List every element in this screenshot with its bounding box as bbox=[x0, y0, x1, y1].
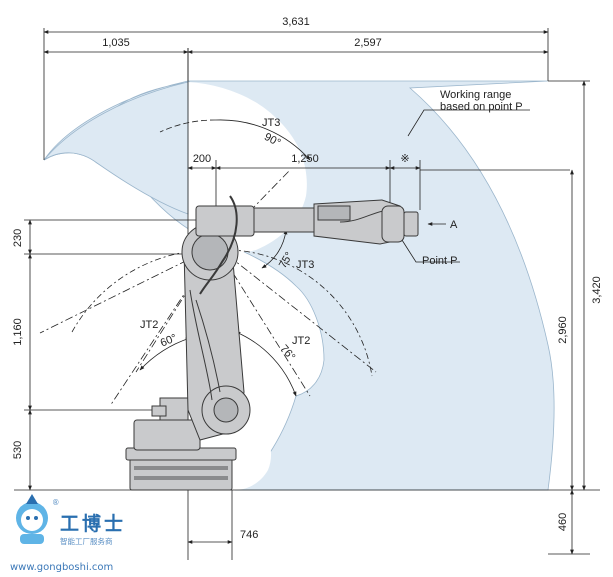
dim-left-530: 530 bbox=[12, 441, 24, 459]
dim-bottom-746: 746 bbox=[240, 529, 258, 541]
label-working-range-line2: based on point P bbox=[440, 101, 523, 113]
working-range-left-lobe bbox=[43, 81, 189, 215]
working-range-leader bbox=[407, 109, 530, 137]
label-jt3-upper: JT3 bbox=[262, 117, 280, 129]
label-jt2-right: JT2 bbox=[292, 335, 310, 347]
label-working-range-line1: Working range bbox=[440, 89, 511, 101]
right-dimension-lines bbox=[420, 80, 590, 555]
mascot-icon bbox=[16, 494, 48, 544]
top-dimension-lines bbox=[43, 28, 549, 210]
label-point-p: Point P bbox=[422, 255, 457, 267]
point-p-leader bbox=[401, 239, 460, 263]
watermark-registered: ® bbox=[52, 498, 60, 507]
dim-offset-1250: 1,250 bbox=[291, 153, 319, 165]
dim-left-230: 230 bbox=[12, 229, 24, 247]
dim-marker: ※ bbox=[400, 153, 409, 165]
dim-right-460: 460 bbox=[557, 513, 569, 531]
dim-top-right: 2,597 bbox=[354, 37, 382, 49]
dim-top-total: 3,631 bbox=[282, 16, 310, 28]
label-jt3-lower: JT3 bbox=[296, 259, 314, 271]
robot-lower-arm bbox=[181, 223, 251, 441]
working-range-lower-notch bbox=[232, 410, 272, 490]
label-jt2-left-angle: 60° bbox=[159, 332, 179, 349]
left-dimension-lines bbox=[14, 219, 600, 491]
label-jt2-left: JT2 bbox=[140, 319, 158, 331]
robot-upper-arm bbox=[195, 195, 419, 295]
watermark-brand: 工博士 bbox=[60, 512, 126, 535]
dim-offset-200: 200 bbox=[193, 153, 211, 165]
dim-right-2960: 2,960 bbox=[557, 316, 569, 344]
watermark-tagline: 智能工厂服务商 bbox=[60, 536, 113, 546]
watermark-url: www.gongboshi.com bbox=[10, 562, 113, 573]
joint-arcs bbox=[71, 119, 373, 397]
robot-base bbox=[125, 397, 237, 491]
dim-right-3420: 3,420 bbox=[591, 276, 603, 304]
dim-top-left: 1,035 bbox=[102, 37, 130, 49]
watermark: ® 工博士 智能工厂服务商 www.gongboshi.com bbox=[10, 494, 126, 573]
dim-left-1160: 1,160 bbox=[12, 318, 24, 346]
label-view-a: A bbox=[450, 219, 458, 231]
